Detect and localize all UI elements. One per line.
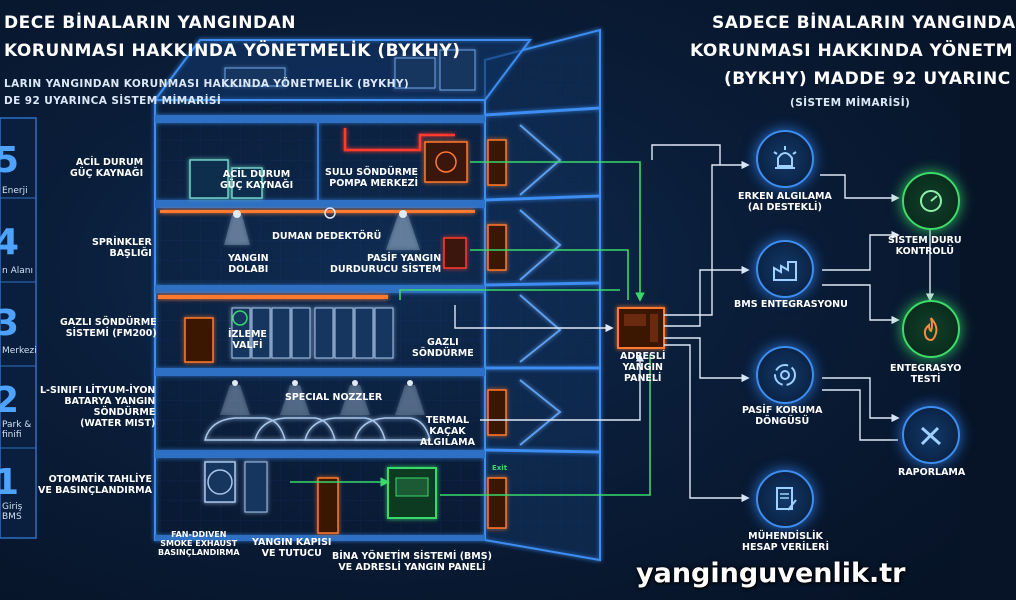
node-pasif-label: PASİF KORUMA DÖNGÜSÜ: [742, 405, 823, 427]
label-acil-outer: ACİL DURUM GÜÇ KAYNAĞI: [70, 157, 144, 179]
floor5-equipment: [189, 128, 468, 199]
label-duman: DUMAN DEDEKTÖRÜ: [272, 231, 382, 242]
label-pasif: PASİF YANGIN DURDURUCU SİSTEM: [330, 253, 442, 275]
label-dolap: YANGIN DOLABI: [228, 253, 269, 275]
label-gazli-sondurme: GAZLI SÖNDÜRME: [412, 337, 474, 359]
floor-text-1: Giriş BMS: [2, 502, 23, 523]
fire-doors: [317, 139, 507, 534]
right-title-line3: (BYKHY) MADDE 92 UYARINC: [724, 69, 1011, 89]
right-title-line2: KORUNMASI HAKKINDA YÖNETM: [690, 41, 1014, 61]
floor1-equipment: [204, 461, 437, 519]
tools-icon: [920, 426, 941, 446]
document-pen-icon: [776, 487, 797, 511]
label-kapi: YANGIN KAPISI VE TUTUCU: [252, 537, 332, 559]
left-title-line1: DECE BİNALARIN YANGINDAN: [4, 13, 297, 33]
wiring-green: [290, 161, 651, 496]
floor-number-2: 2: [0, 380, 20, 421]
left-subtitle-line1: LARIN YANGINDAN KORUNMASI HAKKINDA YÖNET…: [4, 78, 410, 90]
left-title-line2: KORUNMASI HAKKINDA YÖNETMELİK (BYKHY): [4, 41, 461, 61]
node-pasif-circle: [756, 346, 814, 404]
floor2-parking: [204, 385, 431, 441]
label-nozzler: SPECIAL NOZZLER: [285, 392, 383, 403]
floor-text-5: Enerji: [2, 186, 28, 196]
label-sulu-pompa: SULU SÖNDÜRME POMPA MERKEZİ: [325, 167, 419, 189]
node-erken-circle: [756, 130, 814, 188]
floor-number-panel: [0, 117, 37, 539]
node-sistem-circle: [902, 172, 960, 230]
node-bms-label: BMS ENTEGRASYONU: [734, 299, 848, 310]
node-muhendis-label: MÜHENDİSLİK HESAP VERİLERİ: [742, 531, 829, 553]
node-rapor-circle: [902, 406, 960, 464]
floor-text-2: Park & finifi: [2, 420, 32, 441]
factory-icon: [773, 261, 797, 281]
label-tahliye: OTOMATİK TAHLİYE VE BASINÇLANDIRMA: [38, 474, 152, 496]
diagram-graphics: [0, 28, 935, 562]
floor-number-1: 1: [0, 462, 20, 503]
floor-text-3: Merkezi: [2, 346, 37, 356]
sprinkler-heads: [232, 207, 413, 386]
label-gazli-sistem: GAZLI SÖNDÜRME SİSTEMİ (FM200): [60, 317, 157, 339]
label-lityum: L-SINIFI LİTYUM-İYON BATARYA YANGIN SÖND…: [40, 385, 156, 429]
label-termal: TERMAL KAÇAK ALGILAMA: [420, 415, 475, 448]
left-subtitle-line2: DE 92 UYARINCA SİSTEM MİMARİSİ: [4, 95, 222, 107]
floor-number-3: 3: [0, 303, 20, 344]
label-bms: BİNA YÖNETİM SİSTEMİ (BMS) VE ADRESLİ YA…: [332, 551, 492, 573]
node-entegrasyon-label: ENTEGRASYO TESTİ: [890, 363, 962, 385]
node-entegrasyon-circle: [902, 300, 960, 358]
right-title-line1: SADECE BİNALARIN YANGINDA: [712, 13, 1016, 33]
label-exit: Exit: [492, 464, 508, 472]
floor-text-4: n Alanı: [2, 266, 33, 276]
label-acil-inner: ACİL DURUM GÜÇ KAYNAĞI: [220, 169, 294, 191]
node-muhendis-circle: [756, 470, 814, 528]
node-erken-label: ERKEN ALGILAMA (AI DESTEKLİ): [738, 191, 832, 213]
right-subtitle: (SİSTEM MİMARİSİ): [790, 97, 911, 109]
wiring-white: [454, 144, 935, 503]
gauge-icon: [920, 190, 942, 212]
flame-icon: [923, 317, 938, 342]
label-fan: FAN-DDIVEN SMOKE EXHAUST BASINÇLANDIRMA: [158, 530, 240, 558]
alarm-light-icon: [773, 146, 797, 169]
floor-number-5: 5: [0, 140, 20, 181]
label-adresli-panel: ADRESLİ YANGIN PANELİ: [620, 351, 666, 384]
watermark: yanginguvenlik.tr: [636, 558, 906, 589]
node-rapor-label: RAPORLAMA: [898, 467, 966, 478]
floor-number-4: 4: [0, 222, 20, 263]
floor4-equipment: [160, 210, 475, 269]
fire-panel-graphic: [617, 307, 665, 349]
floor3-equipment: [158, 295, 394, 363]
node-bms-circle: [756, 240, 814, 298]
label-sprinkler: SPRİNKLER BAŞLIĞI: [92, 237, 152, 259]
cycle-gear-icon: [774, 364, 796, 386]
node-sistem-label: SİSTEM DURU KONTROLÜ: [888, 235, 962, 257]
label-izleme-valfi: İZLEME VALFİ: [228, 329, 267, 351]
